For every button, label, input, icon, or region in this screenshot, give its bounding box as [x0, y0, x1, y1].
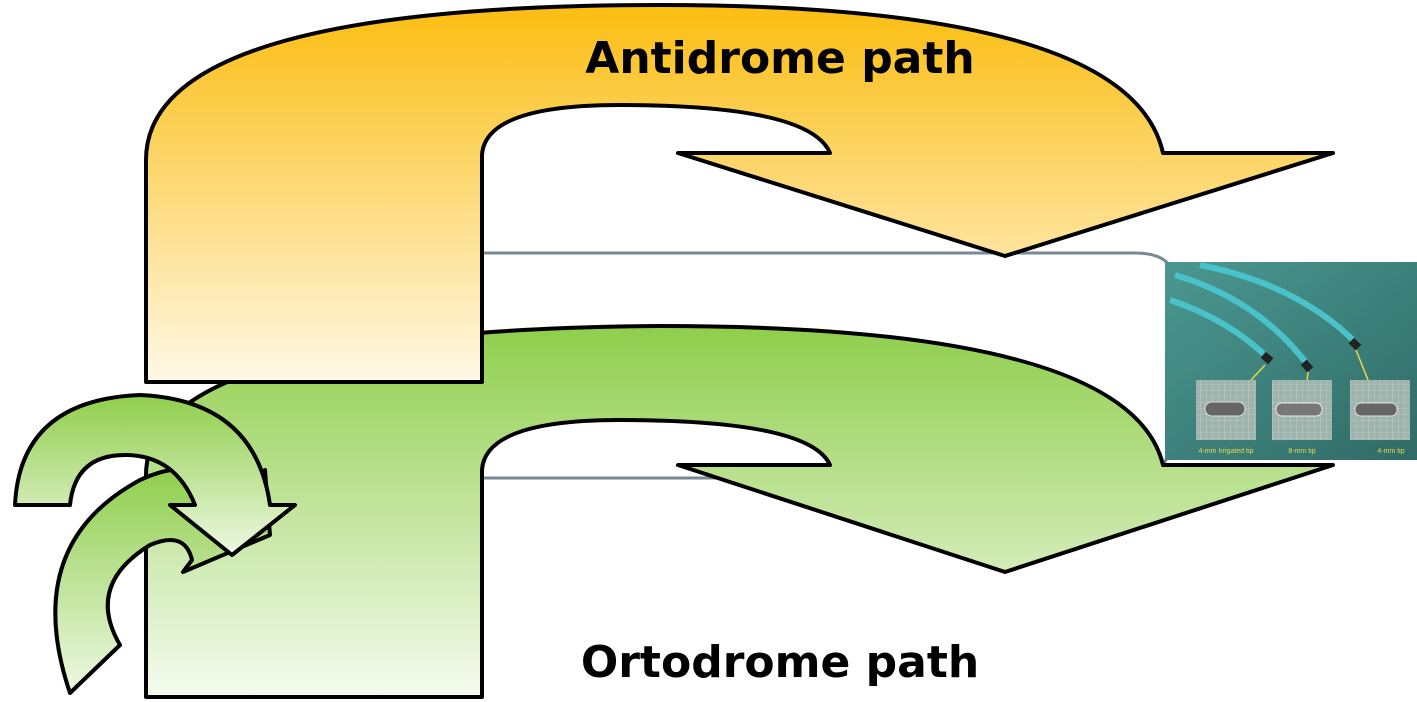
connector-top-line — [482, 253, 1172, 270]
photo-caption-1: 4-mm Irrigated tip — [1199, 448, 1254, 455]
catheter-photo: 4-mm Irrigated tip 8-mm tip 4-mm tip — [1165, 262, 1417, 460]
antidrome-label: Antidrome path — [585, 33, 974, 84]
ortodrome-label: Ortodrome path — [581, 637, 979, 688]
photo-caption-3: 4-mm tip — [1377, 448, 1404, 455]
photo-caption-2: 8-mm tip — [1288, 448, 1315, 455]
